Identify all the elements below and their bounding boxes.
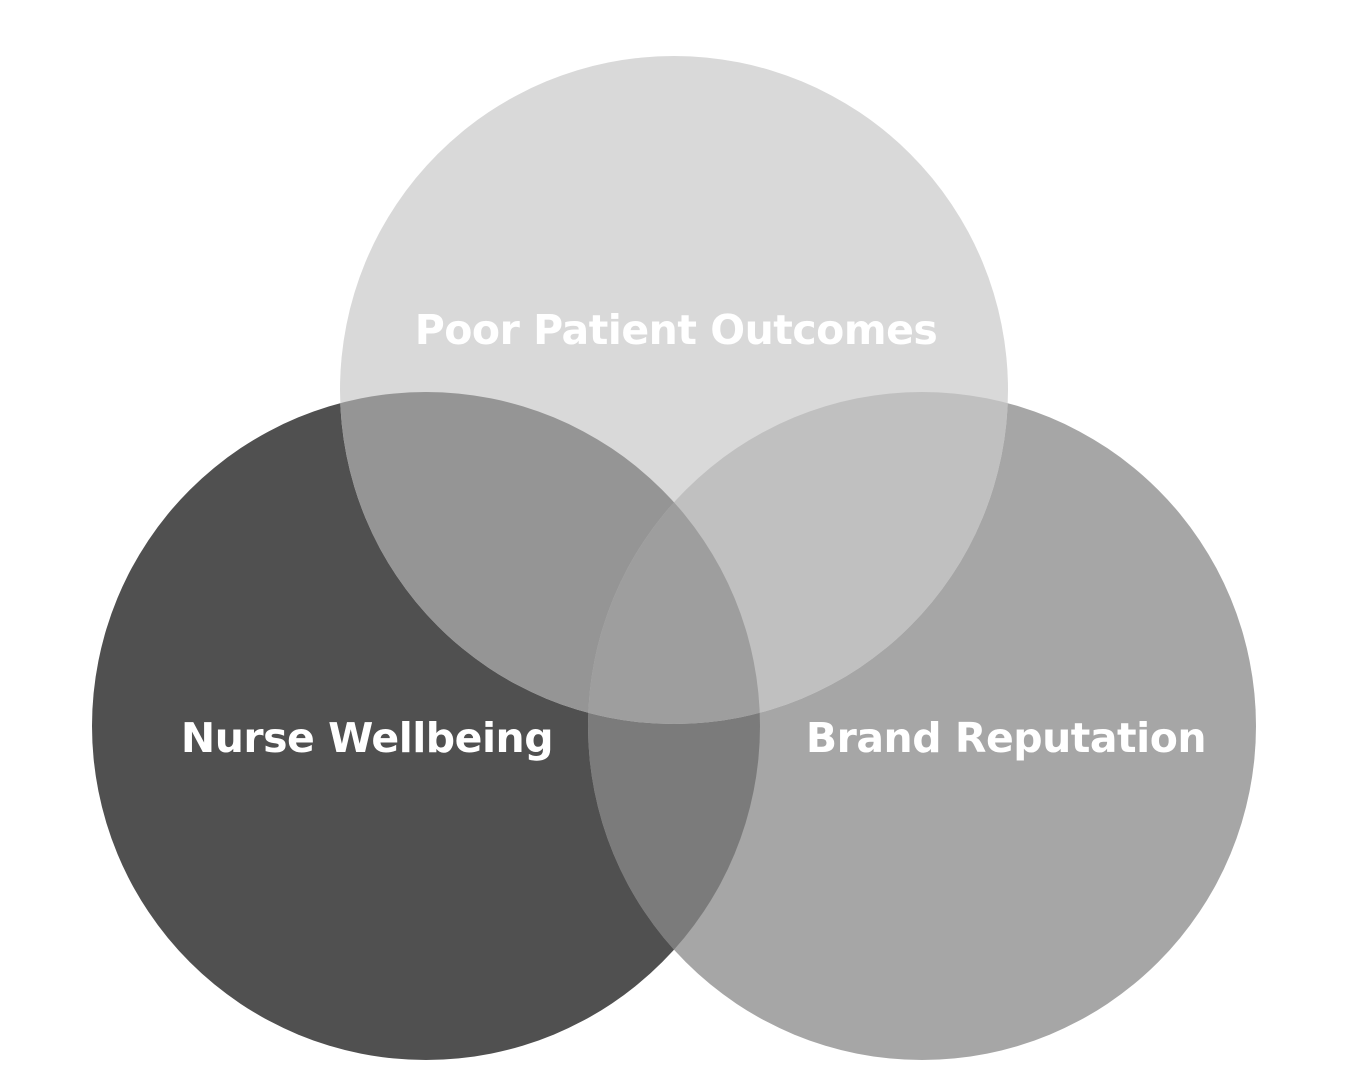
label-poor-patient-outcomes: Poor Patient Outcomes bbox=[415, 306, 938, 354]
venn-overlap-patient-nurse bbox=[340, 392, 760, 724]
label-nurse-wellbeing: Nurse Wellbeing bbox=[181, 714, 553, 762]
venn-overlap-patient-brand bbox=[588, 392, 1008, 724]
label-brand-reputation: Brand Reputation bbox=[806, 714, 1206, 762]
